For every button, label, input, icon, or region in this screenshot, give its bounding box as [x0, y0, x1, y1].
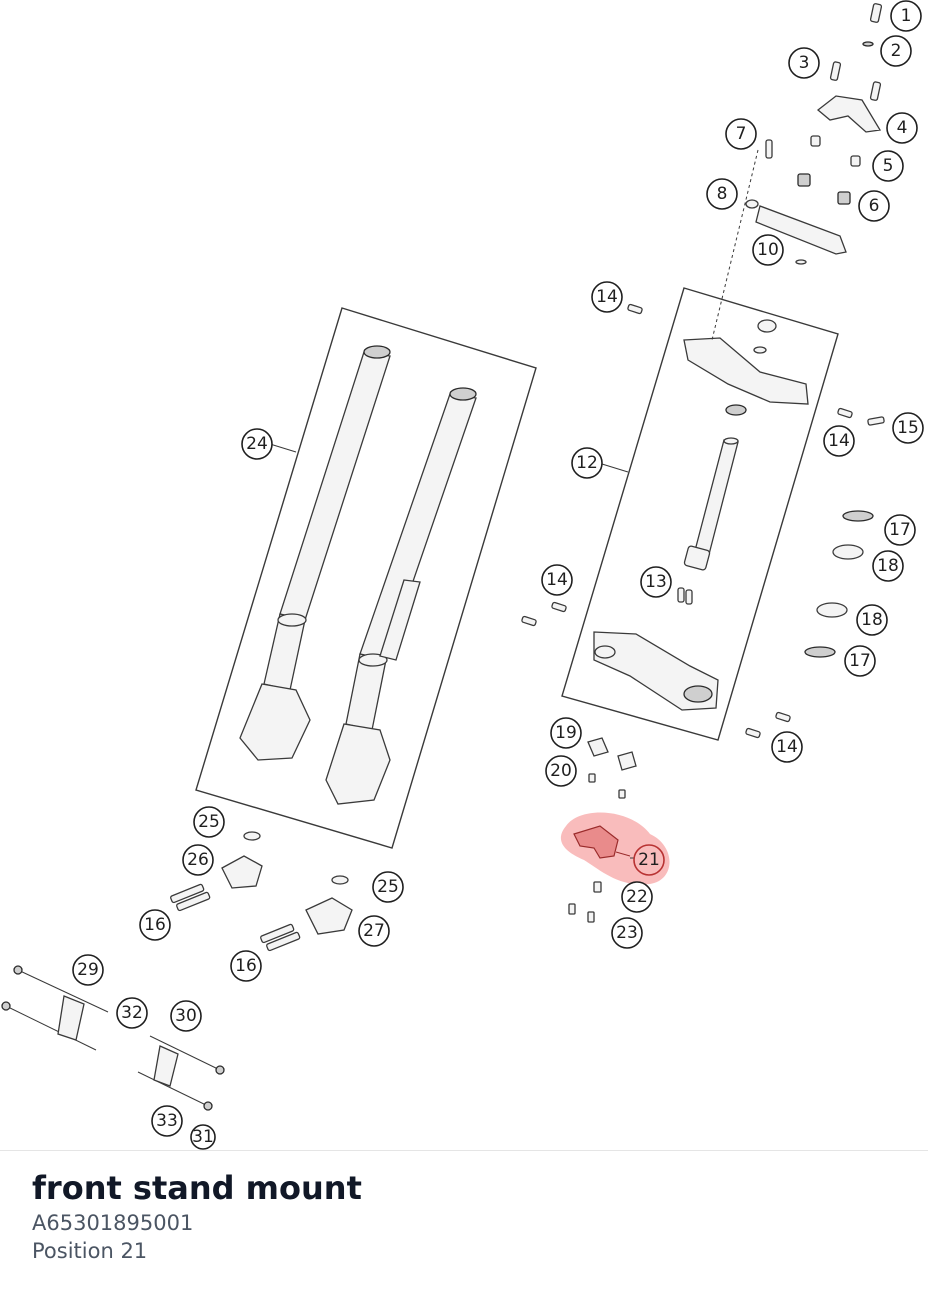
triple-clamp-frame [561, 287, 839, 741]
fork-frame [195, 307, 537, 849]
svg-text:14: 14 [776, 737, 798, 757]
svg-text:2: 2 [891, 41, 902, 61]
callout-8[interactable]: 8 [706, 178, 738, 210]
part-info-panel: front stand mount A65301895001 Position … [0, 1150, 928, 1291]
callout-27[interactable]: 27 [358, 915, 390, 947]
callout-14-b[interactable]: 14 [823, 425, 855, 457]
svg-text:16: 16 [144, 915, 166, 935]
callout-31[interactable]: 31 [190, 1124, 216, 1150]
svg-text:25: 25 [377, 877, 399, 897]
callout-30[interactable]: 30 [170, 1000, 202, 1032]
svg-text:27: 27 [363, 921, 385, 941]
svg-text:5: 5 [883, 156, 894, 176]
callout-3[interactable]: 3 [788, 47, 820, 79]
callout-6[interactable]: 6 [858, 190, 890, 222]
callout-29[interactable]: 29 [72, 954, 104, 986]
svg-text:14: 14 [828, 431, 850, 451]
caliper-adapters[interactable] [170, 831, 353, 952]
callout-16-a[interactable]: 16 [139, 909, 171, 941]
svg-text:32: 32 [121, 1003, 143, 1023]
callout-32[interactable]: 32 [116, 997, 148, 1029]
bearings[interactable] [804, 510, 874, 658]
svg-text:30: 30 [175, 1006, 197, 1026]
callout-17-b[interactable]: 17 [844, 645, 876, 677]
svg-text:8: 8 [717, 184, 728, 204]
callout-2[interactable]: 2 [880, 35, 912, 67]
callout-12[interactable]: 12 [571, 447, 603, 479]
svg-text:26: 26 [187, 850, 209, 870]
svg-text:14: 14 [546, 570, 568, 590]
callout-18-b[interactable]: 18 [856, 604, 888, 636]
svg-text:29: 29 [77, 960, 99, 980]
svg-text:18: 18 [877, 556, 899, 576]
svg-text:22: 22 [626, 887, 648, 907]
svg-text:24: 24 [246, 434, 268, 454]
callout-4[interactable]: 4 [886, 112, 918, 144]
bolts-22-23[interactable] [568, 881, 602, 923]
svg-text:31: 31 [192, 1127, 214, 1147]
callout-22[interactable]: 22 [621, 881, 653, 913]
svg-text:19: 19 [555, 723, 577, 743]
callout-13[interactable]: 13 [640, 566, 672, 598]
svg-text:25: 25 [198, 812, 220, 832]
callout-16-b[interactable]: 16 [230, 950, 262, 982]
upper-triple-clamp[interactable] [683, 319, 809, 416]
svg-text:17: 17 [849, 651, 871, 671]
fork-leg-left[interactable] [239, 345, 391, 761]
callout-17-a[interactable]: 17 [884, 514, 916, 546]
callout-23[interactable]: 23 [611, 917, 643, 949]
callout-26[interactable]: 26 [182, 844, 214, 876]
svg-text:20: 20 [550, 761, 572, 781]
svg-text:14: 14 [596, 287, 618, 307]
svg-text:6: 6 [869, 196, 880, 216]
front-stand-mount-part[interactable] [573, 825, 631, 859]
callout-14-a[interactable]: 14 [591, 281, 623, 313]
callout-33[interactable]: 33 [151, 1105, 183, 1137]
callout-14-c[interactable]: 14 [541, 564, 573, 596]
svg-text:16: 16 [235, 956, 257, 976]
svg-text:3: 3 [799, 53, 810, 73]
part-number: A65301895001 [32, 1211, 194, 1235]
fork-leg-right[interactable] [325, 387, 477, 805]
svg-text:21: 21 [638, 850, 660, 870]
callout-18-a[interactable]: 18 [872, 550, 904, 582]
axle-clamps[interactable] [1, 965, 225, 1111]
svg-text:33: 33 [156, 1111, 178, 1131]
svg-text:10: 10 [757, 240, 779, 260]
exploded-parts-diagram: 1 2 3 4 5 6 7 8 10 14 14 15 14 12 13 14 … [1, 0, 924, 1150]
svg-text:18: 18 [861, 610, 883, 630]
callout-5[interactable]: 5 [872, 150, 904, 182]
callout-21[interactable]: 21 [633, 844, 665, 876]
callout-19[interactable]: 19 [550, 717, 582, 749]
callout-20[interactable]: 20 [545, 755, 577, 787]
callout-24[interactable]: 24 [241, 428, 273, 460]
svg-text:13: 13 [645, 572, 667, 592]
svg-text:15: 15 [897, 418, 919, 438]
callout-14-d[interactable]: 14 [771, 731, 803, 763]
svg-text:12: 12 [576, 453, 598, 473]
brackets-19-20[interactable] [587, 737, 637, 799]
part-name: front stand mount [32, 1169, 362, 1207]
svg-text:23: 23 [616, 923, 638, 943]
callout-25-a[interactable]: 25 [193, 806, 225, 838]
svg-text:17: 17 [889, 520, 911, 540]
callout-7[interactable]: 7 [725, 118, 757, 150]
part-position: Position 21 [32, 1239, 148, 1263]
top-hardware[interactable] [711, 3, 883, 341]
bolts[interactable] [521, 303, 885, 739]
callout-10[interactable]: 10 [752, 234, 784, 266]
svg-text:1: 1 [901, 6, 912, 26]
lower-triple-clamp[interactable] [593, 631, 719, 711]
callout-25-b[interactable]: 25 [372, 871, 404, 903]
steering-stem[interactable] [683, 437, 739, 571]
callout-15[interactable]: 15 [892, 412, 924, 444]
svg-text:4: 4 [897, 118, 908, 138]
callout-1[interactable]: 1 [890, 0, 922, 32]
svg-text:7: 7 [736, 124, 747, 144]
